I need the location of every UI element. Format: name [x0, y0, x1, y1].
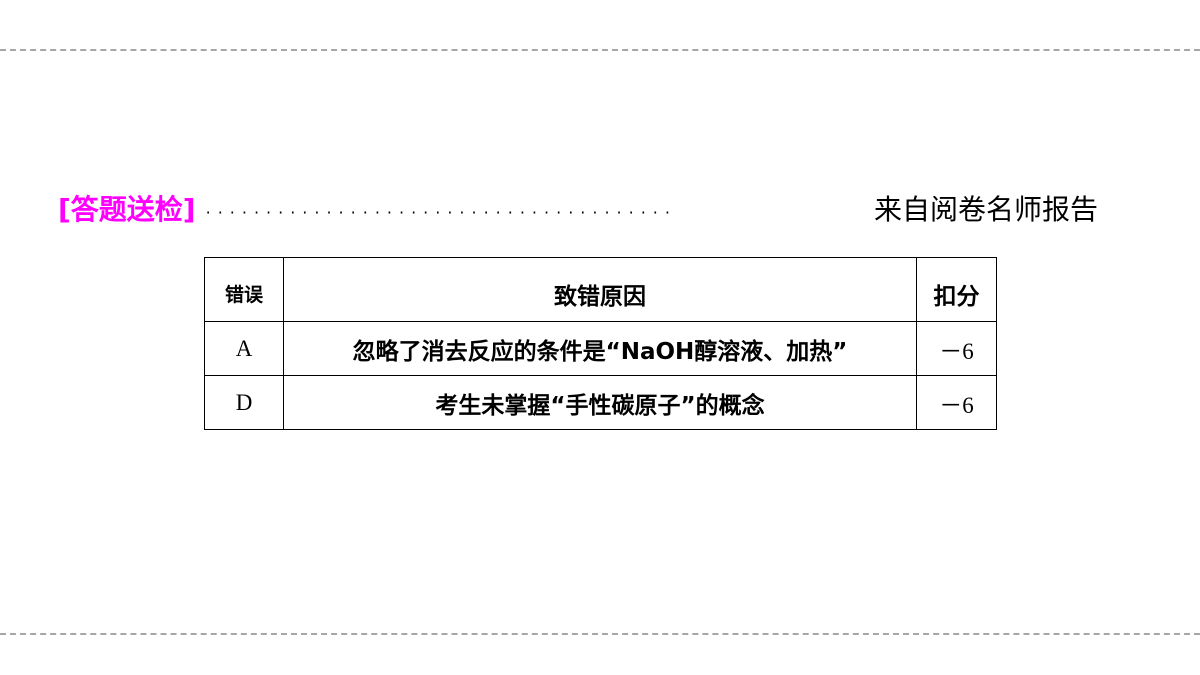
section-heading: [答题送检] ·································… [58, 190, 1098, 226]
section-tag: [答题送检] [58, 193, 196, 226]
row-reason: 考生未掌握“手性碳原子”的概念 [283, 375, 917, 430]
row-deduction: －6 [916, 321, 997, 376]
error-table: 错误 致错原因 扣分 A 忽略了消去反应的条件是“NaOH醇溶液、加热” －6 … [204, 257, 997, 430]
section-source: 来自阅卷名师报告 [873, 193, 1098, 226]
table-row: D 考生未掌握“手性碳原子”的概念 －6 [204, 375, 997, 430]
row-reason: 忽略了消去反应的条件是“NaOH醇溶液、加热” [283, 321, 917, 376]
header-reason: 致错原因 [283, 257, 917, 322]
leader-dots: ······································· [205, 202, 677, 222]
table-header-row: 错误 致错原因 扣分 [204, 257, 997, 322]
top-divider [0, 49, 1200, 51]
row-error: D [204, 375, 284, 430]
header-error: 错误 [204, 257, 284, 322]
row-deduction: －6 [916, 375, 997, 430]
row-error: A [204, 321, 284, 376]
bottom-divider [0, 633, 1200, 635]
table-row: A 忽略了消去反应的条件是“NaOH醇溶液、加热” －6 [204, 321, 997, 376]
header-deduction: 扣分 [916, 257, 997, 322]
